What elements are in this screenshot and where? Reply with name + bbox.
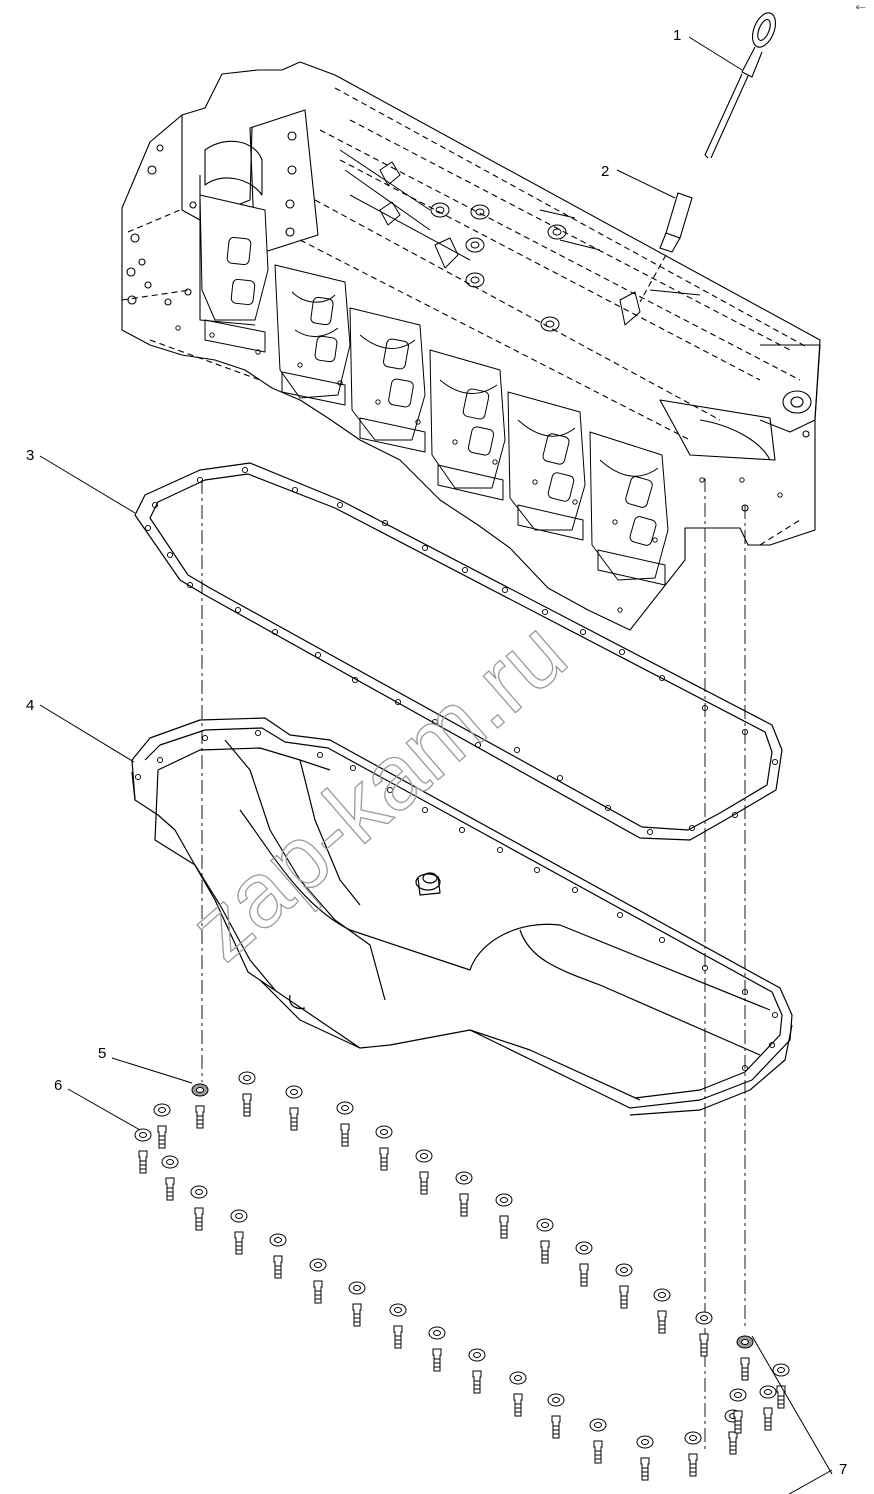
bolt-with-washer (509, 1371, 527, 1417)
bolt-with-washer (455, 1171, 473, 1217)
bolt-set (134, 1071, 790, 1481)
bolt-with-washer (589, 1418, 607, 1464)
leader-line-7 (756, 1337, 837, 1477)
bolt-with-washer (230, 1209, 248, 1255)
bolt-with-washer (153, 1103, 171, 1149)
leader-7 (754, 1338, 834, 1476)
dipstick-tube (639, 192, 693, 303)
bolt-with-washer (336, 1101, 354, 1147)
bolt-with-washer (636, 1435, 654, 1481)
oil-pan (131, 717, 793, 1116)
bolt-with-washer (547, 1393, 565, 1439)
bolt-with-washer (309, 1258, 327, 1304)
bolt-with-washer (375, 1125, 393, 1171)
corner-mark: e— (856, 4, 866, 11)
bolt-with-washer (575, 1241, 593, 1287)
bolt-with-washer (190, 1185, 208, 1231)
bolt-with-washer (536, 1218, 554, 1264)
bolt-with-washer (134, 1128, 152, 1174)
callout-1: 1 (673, 27, 681, 44)
bolt-with-washer (428, 1326, 446, 1372)
bolt-with-washer (684, 1431, 702, 1477)
dipstick (704, 12, 777, 159)
callout-5: 5 (98, 1045, 106, 1062)
bolt-with-washer (615, 1263, 633, 1309)
bolt-with-washer (736, 1335, 754, 1381)
bolt-with-washer (772, 1363, 790, 1409)
bolt-with-washer (161, 1155, 179, 1201)
leader-7-draw (751, 1335, 833, 1475)
alignment-lines (201, 478, 746, 1450)
bolt-with-washer (389, 1303, 407, 1349)
bolt-with-washer (238, 1071, 256, 1117)
callout-2: 2 (601, 163, 609, 180)
bolt-with-washer (759, 1385, 777, 1431)
callout-6: 6 (54, 1077, 62, 1094)
callout-leaders (39, 36, 833, 1494)
callout-3: 3 (26, 447, 34, 464)
bolt-with-washer (269, 1233, 287, 1279)
bolt-with-washer (415, 1149, 433, 1195)
bolt-with-washer (348, 1281, 366, 1327)
bolt-with-washer (285, 1085, 303, 1131)
bolt-with-washer (695, 1311, 713, 1357)
bolt-with-washer (729, 1388, 747, 1434)
bolt-with-washer (653, 1288, 671, 1334)
bolt-with-washer (468, 1348, 486, 1394)
bolt-with-washer (495, 1193, 513, 1239)
callout-7: 7 (839, 1461, 847, 1478)
oil-pan-gasket (134, 462, 783, 841)
engine-block (121, 61, 821, 631)
bolt-with-washer (191, 1083, 209, 1129)
callout-4: 4 (26, 697, 34, 714)
